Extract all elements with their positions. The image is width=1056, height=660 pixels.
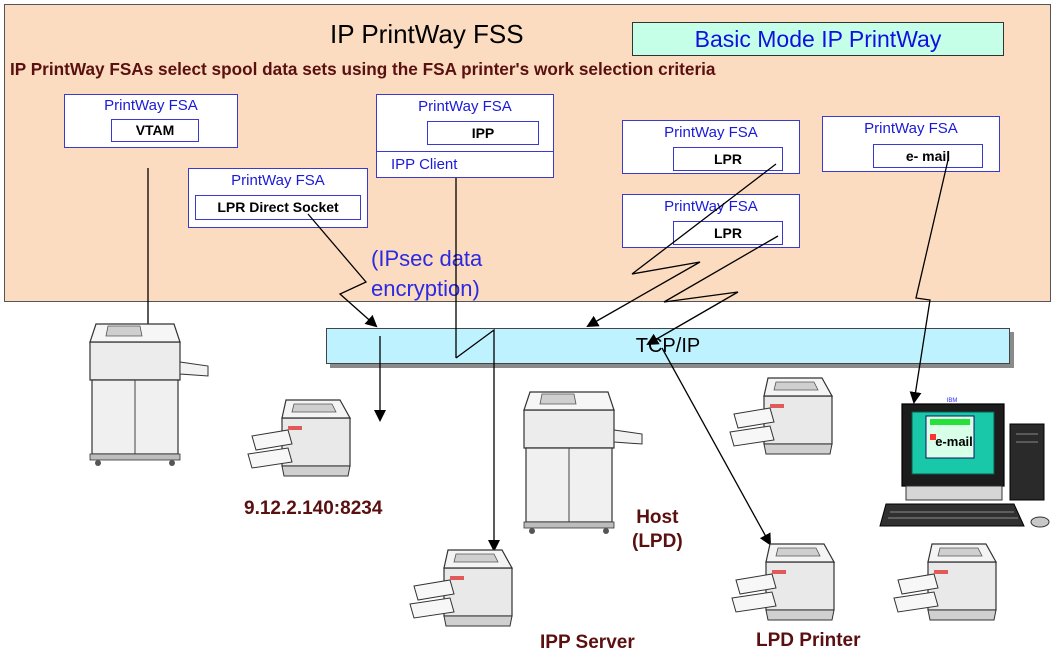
ipp-client-label: IPP Client	[377, 151, 553, 178]
socket-printer-icon	[247, 399, 351, 477]
link-tcpip-to-ipp-server	[455, 328, 500, 552]
fsa-label: PrintWay FSA	[231, 172, 325, 189]
lpd-printer-icon	[731, 543, 835, 621]
fsa-label: PrintWay FSA	[864, 120, 958, 137]
fsa-label: PrintWay FSA	[664, 124, 758, 141]
fsa-protocol-vtam: VTAM	[111, 119, 199, 142]
link-direct-socket-to-tcpip	[307, 213, 378, 328]
fsa-lpr-direct-socket: PrintWay FSA LPR Direct Socket	[188, 168, 368, 228]
host-lpd-printer-icon	[523, 391, 643, 535]
link-tcpip-to-lpd-printer	[661, 347, 771, 546]
vtam-printer-icon	[89, 323, 209, 467]
fss-subtitle: IP PrintWay FSAs select spool data sets …	[10, 59, 716, 79]
direct-socket-address: 9.12.2.140:8234	[244, 498, 383, 519]
link-lpr2-to-tcpip	[646, 235, 779, 346]
fsa-email: PrintWay FSA e- mail	[822, 116, 1000, 172]
ipp-server-label: IPP Server	[540, 632, 635, 653]
monitor-brand-label: IBM	[947, 398, 958, 404]
fsa-protocol-email: e- mail	[873, 144, 983, 168]
link-lpr1-to-tcpip	[586, 163, 777, 327]
link-email-to-workstation	[909, 159, 949, 404]
fsa-lpr-1: PrintWay FSA LPR	[622, 120, 800, 174]
fsa-protocol-lpr: LPR	[673, 147, 783, 171]
fsa-protocol-lpr: LPR	[673, 221, 783, 245]
ipsec-encryption-note: (IPsec data encryption)	[371, 246, 483, 301]
fsa-protocol-lpr-direct-socket: LPR Direct Socket	[195, 195, 361, 220]
fsa-label: PrintWay FSA	[418, 98, 512, 115]
ipp-server-printer-icon	[409, 549, 513, 627]
fsa-protocol-ipp: IPP	[427, 121, 539, 145]
fsa-label: PrintWay FSA	[104, 97, 198, 114]
email-screen-label: e-mail	[935, 434, 973, 449]
fsa-vtam: PrintWay FSA VTAM	[64, 94, 238, 148]
lpd-printer-label: LPD Printer	[756, 630, 861, 651]
email-workstation-icon: IBM e-mail	[879, 398, 1050, 528]
basic-mode-badge: Basic Mode IP PrintWay	[632, 22, 1004, 56]
workstation-side-printer-icon	[729, 377, 833, 455]
fss-title: IP PrintWay FSS	[330, 19, 524, 49]
host-lpd-label: Host (LPD)	[632, 507, 683, 552]
lpd-printer-icon	[893, 543, 997, 621]
fsa-label: PrintWay FSA	[664, 198, 758, 215]
fsa-ipp: PrintWay FSA IPP IPP Client	[376, 94, 554, 178]
fsa-lpr-2: PrintWay FSA LPR	[622, 194, 800, 248]
